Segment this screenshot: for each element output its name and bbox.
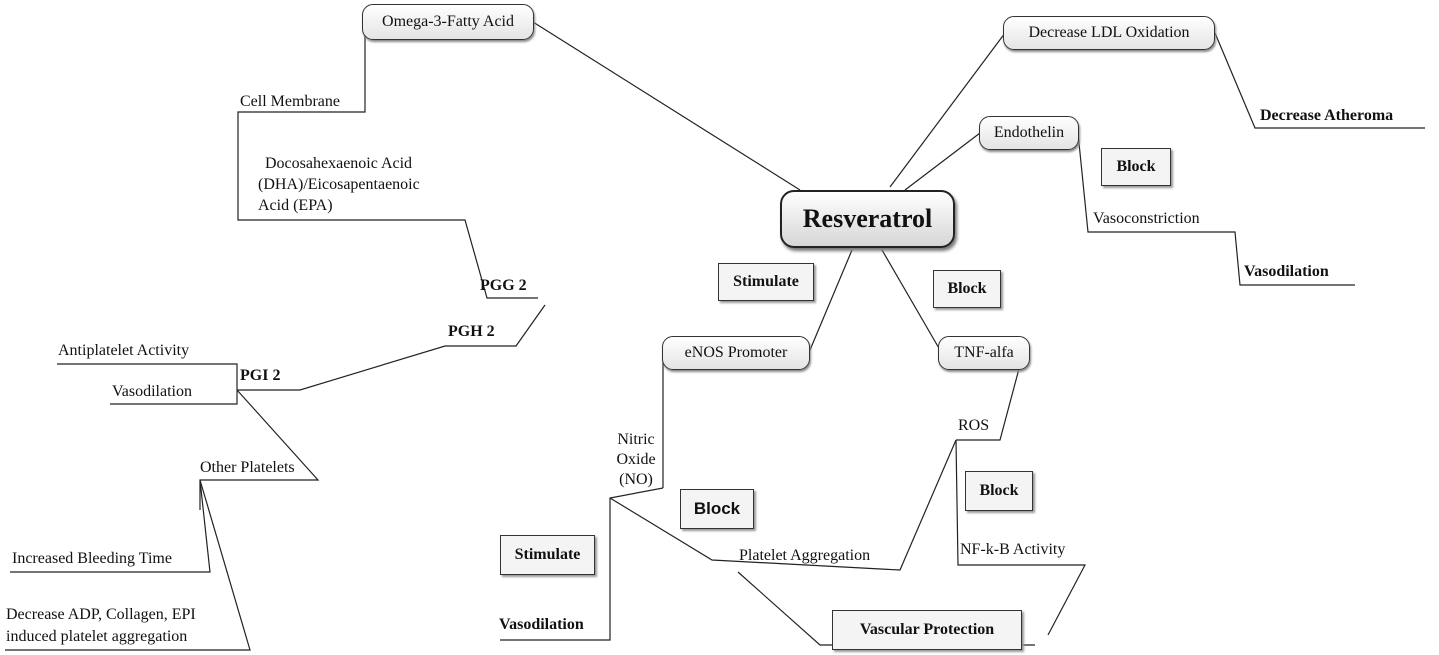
line-ros-nfkb xyxy=(955,439,1086,636)
ldl-oxidation-node: Decrease LDL Oxidation xyxy=(1003,16,1215,50)
pgi2-label: PGI 2 xyxy=(240,367,281,384)
decrease-atheroma-label: Decrease Atheroma xyxy=(1260,107,1394,124)
stimulate-box-nitric-oxide: Stimulate xyxy=(500,535,595,575)
nitric-oxide-label: Nitric Oxide (NO) xyxy=(604,430,668,490)
block-box-endothelin: Block xyxy=(1101,148,1171,186)
vasodilation-left-label: Vasodilation xyxy=(112,383,192,400)
line-antiplatelet xyxy=(57,363,238,405)
line-omega3-cell-membrane xyxy=(237,22,538,299)
tnf-alfa-node: TNF-alfa xyxy=(938,336,1030,370)
platelet-aggregation-label: Platelet Aggregation xyxy=(739,547,871,564)
decrease-adp-label-line1: Decrease ADP, Collagen, EPI xyxy=(6,606,196,623)
nitric-oxide-line1: Nitric xyxy=(617,431,655,448)
nitric-oxide-line2: Oxide xyxy=(616,451,656,468)
endothelin-node: Endothelin xyxy=(979,116,1079,150)
stimulate-box-center: Stimulate xyxy=(718,263,814,301)
vascular-protection-box: Vascular Protection xyxy=(832,610,1022,650)
vasoconstriction-label: Vasoconstriction xyxy=(1093,210,1200,227)
antiplatelet-activity-label: Antiplatelet Activity xyxy=(58,342,190,359)
block-box-ros: Block xyxy=(965,471,1033,511)
line-center-to-tnf xyxy=(881,249,941,351)
line-omega3-to-center xyxy=(532,21,801,191)
block-box-tnf: Block xyxy=(933,270,1001,308)
line-ldl-decrease-atheroma xyxy=(1214,32,1425,129)
line-endothelin-vasoconstriction xyxy=(1077,132,1355,286)
increased-bleeding-time-label: Increased Bleeding Time xyxy=(12,550,172,567)
dha-label-line2: (DHA)/Eicosapentaenoic xyxy=(258,176,420,193)
block-box-nitric-oxide: Block xyxy=(680,489,754,529)
line-center-to-ldl xyxy=(889,32,1006,188)
other-platelets-label: Other Platelets xyxy=(200,459,295,476)
pgh2-label: PGH 2 xyxy=(448,323,495,340)
ros-label: ROS xyxy=(958,417,990,434)
vasodilation-bottom-label: Vasodilation xyxy=(499,616,584,633)
line-pgi2-to-other-platelets xyxy=(199,389,320,510)
nfkb-activity-label: NF-k-B Activity xyxy=(960,541,1066,558)
enos-promoter-node: eNOS Promoter xyxy=(662,336,810,370)
decrease-adp-label-line2: induced platelet aggregation xyxy=(6,628,188,645)
line-no-vasodilation xyxy=(500,487,664,641)
line-adp xyxy=(5,479,251,651)
line-no-platelet-aggregation xyxy=(609,439,957,571)
omega3-node: Omega-3-Fatty Acid xyxy=(362,4,534,40)
nitric-oxide-line3: (NO) xyxy=(619,471,653,488)
resveratrol-node: Resveratrol xyxy=(780,190,955,248)
vasodilation-right-label: Vasodilation xyxy=(1244,263,1329,280)
dha-label-line1: Docosahexaenoic Acid xyxy=(265,155,413,172)
line-pgh2 xyxy=(237,304,546,391)
pgg2-label: PGG 2 xyxy=(480,277,527,294)
line-center-to-enos xyxy=(809,249,853,351)
cell-membrane-label: Cell Membrane xyxy=(240,93,340,110)
line-center-to-endothelin xyxy=(904,132,981,191)
line-bleeding xyxy=(10,479,211,573)
line-tnf-ros xyxy=(956,364,1021,441)
dha-label-line3: Acid (EPA) xyxy=(258,197,333,214)
